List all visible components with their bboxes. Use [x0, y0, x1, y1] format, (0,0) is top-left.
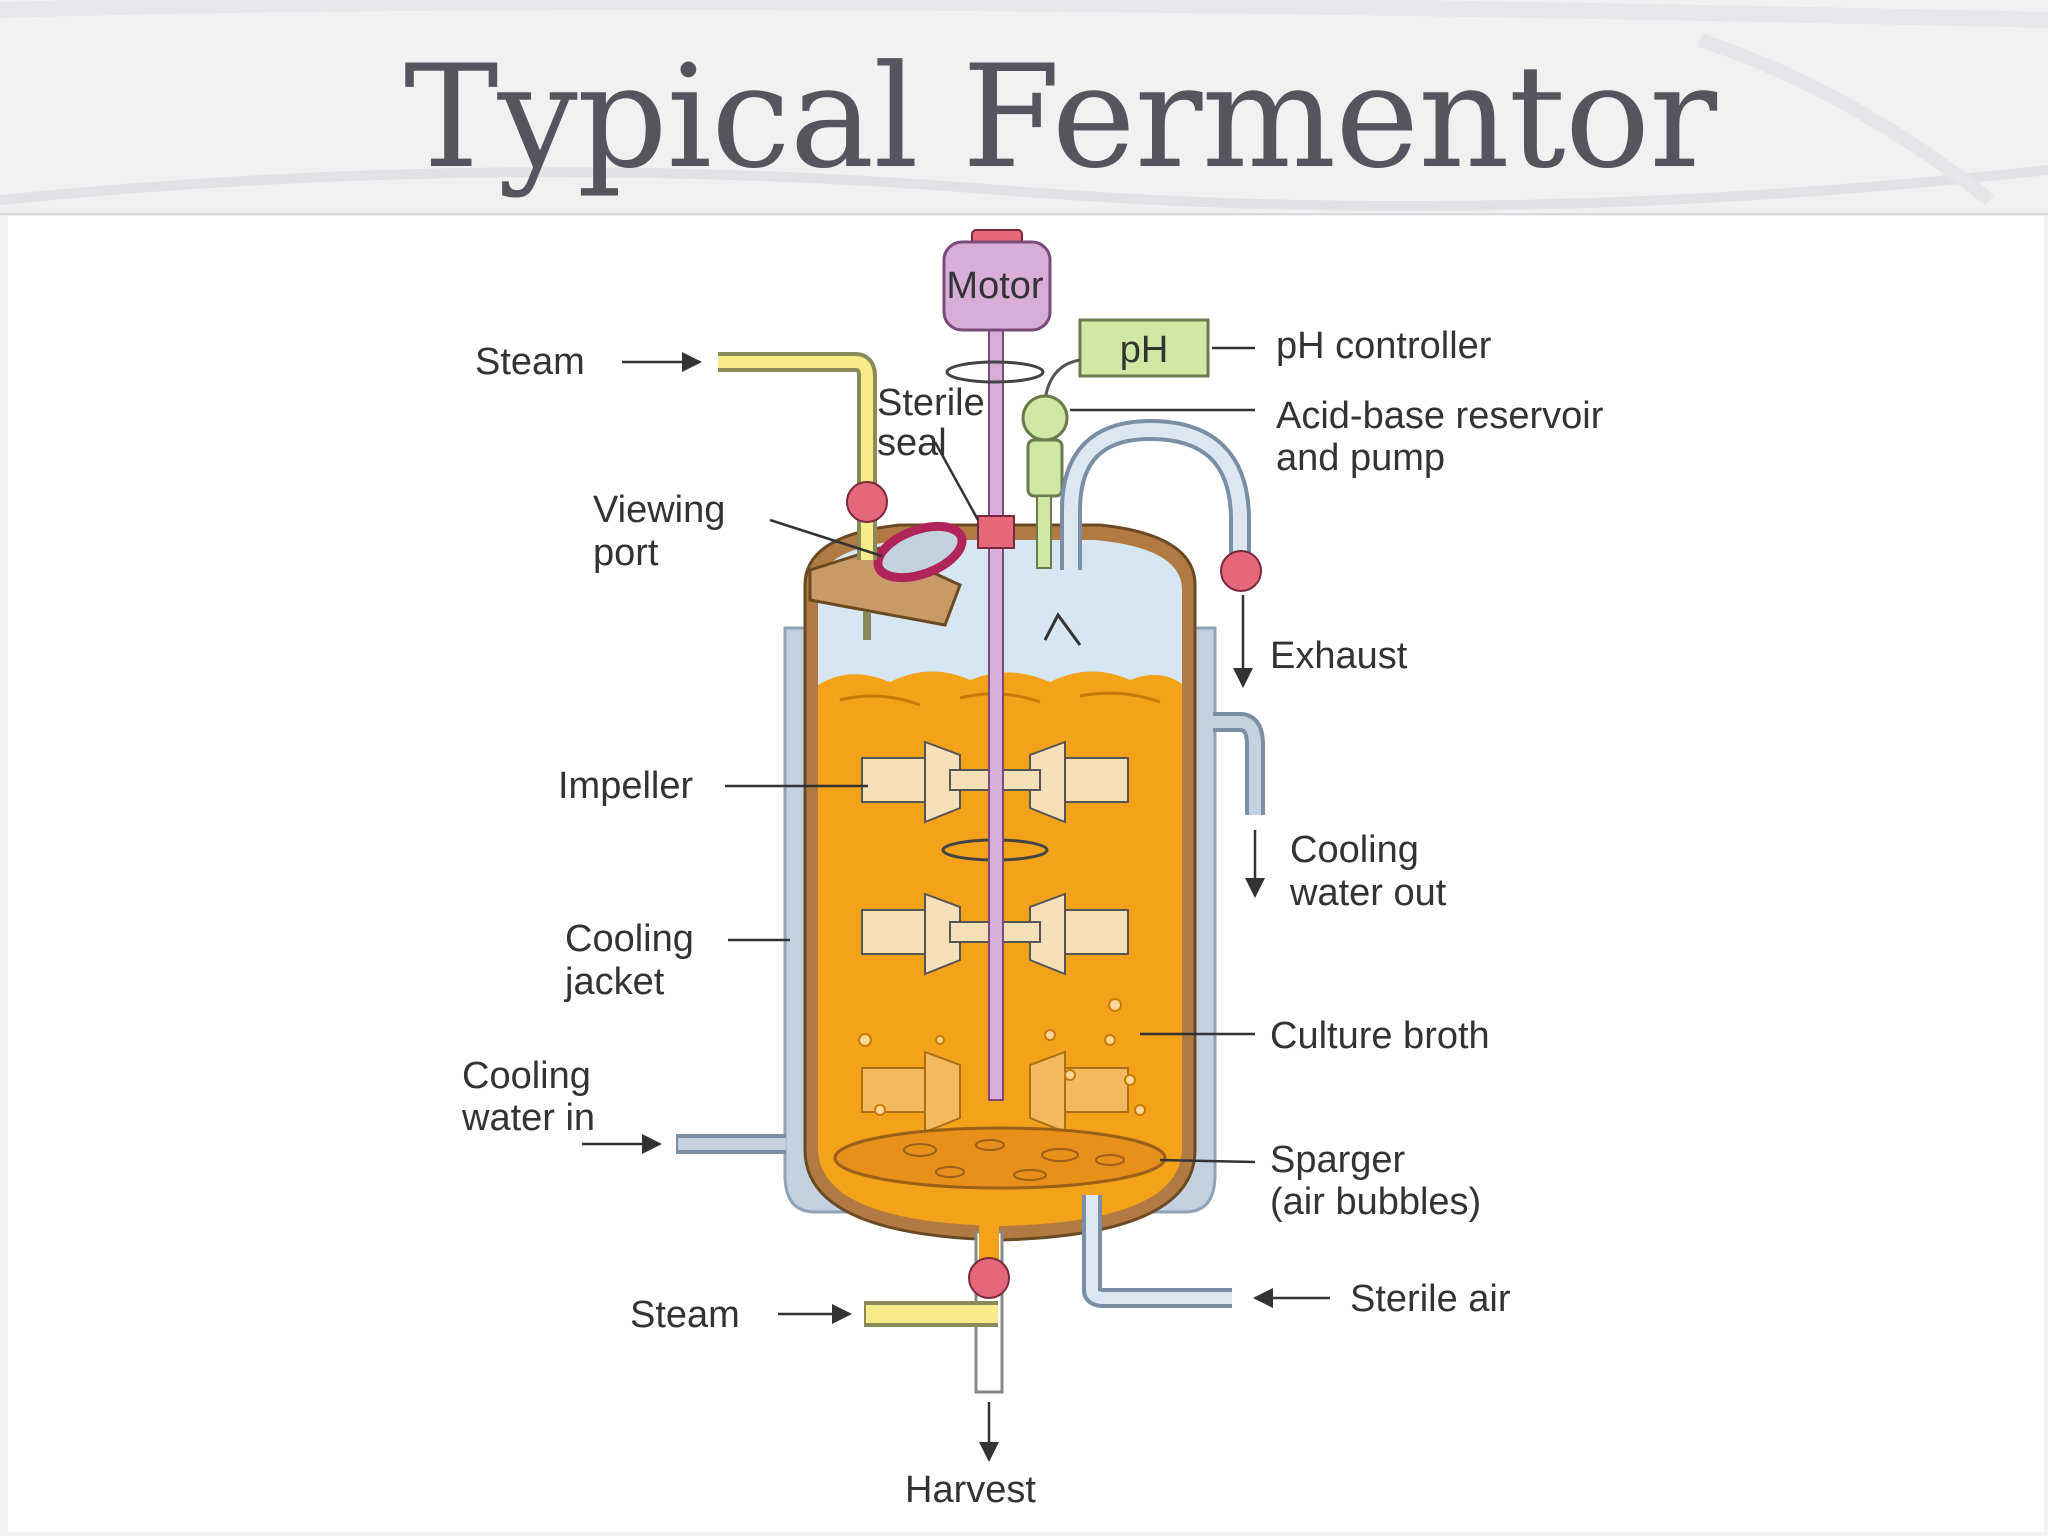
steam-valve-top: [846, 481, 888, 523]
acid-base-reservoir: [1021, 394, 1069, 442]
slide-title: Typical Fermentor: [403, 35, 1717, 200]
label-exhaust: Exhaust: [1270, 635, 1408, 677]
label-harvest: Harvest: [905, 1469, 1036, 1511]
label-cooling-water-in-1: Cooling: [462, 1055, 591, 1097]
label-cooling-jacket-2: jacket: [564, 961, 665, 1003]
impeller-lower: [861, 1050, 1129, 1134]
label-steam-bottom: Steam: [630, 1294, 740, 1336]
label-culture-broth: Culture broth: [1270, 1015, 1490, 1057]
ph-controller-box: [1078, 318, 1210, 378]
air-bubbles: [858, 998, 1146, 1116]
label-cooling-water-out-2: water out: [1289, 872, 1447, 914]
exhaust-valve: [1220, 550, 1262, 592]
steam-pipe-top: [718, 352, 877, 560]
motor-label: Motor: [946, 265, 1043, 307]
label-cooling-water-in-2: water in: [461, 1097, 595, 1139]
label-viewing-port-1: Viewing: [593, 489, 725, 531]
label-cooling-water-out-1: Cooling: [1290, 829, 1419, 871]
sterile-seal: [977, 515, 1015, 549]
label-sterile-seal-2: seal: [877, 422, 947, 464]
label-ph-controller: pH controller: [1276, 325, 1492, 367]
label-sparger-1: Sparger: [1270, 1139, 1406, 1181]
acid-base-pump: [1026, 438, 1064, 498]
motor-housing: [942, 240, 1052, 332]
slide-header: Typical Fermentor: [0, 0, 2048, 215]
ph-box-label: pH: [1120, 329, 1169, 371]
label-sterile-seal-1: Sterile: [877, 382, 985, 424]
impeller-upper: [861, 740, 1129, 824]
label-viewing-port-2: port: [593, 532, 659, 574]
label-sterile-air: Sterile air: [1350, 1278, 1511, 1320]
rotation-arrow-top: [945, 360, 1045, 384]
label-sparger-2: (air bubbles): [1270, 1181, 1481, 1223]
steam-valve-bottom: [968, 1257, 1010, 1299]
label-steam-top: Steam: [475, 341, 585, 383]
viewing-port: [873, 521, 967, 583]
impeller-middle: [861, 892, 1129, 976]
label-acid-base-1: Acid-base reservoir: [1276, 395, 1604, 437]
sparger-plate: [833, 1126, 1167, 1190]
label-cooling-jacket-1: Cooling: [565, 918, 694, 960]
label-impeller: Impeller: [558, 765, 693, 807]
label-acid-base-2: and pump: [1276, 437, 1445, 479]
impeller-shaft: [988, 329, 1004, 1101]
header-swoosh-decoration: [0, 0, 2048, 215]
